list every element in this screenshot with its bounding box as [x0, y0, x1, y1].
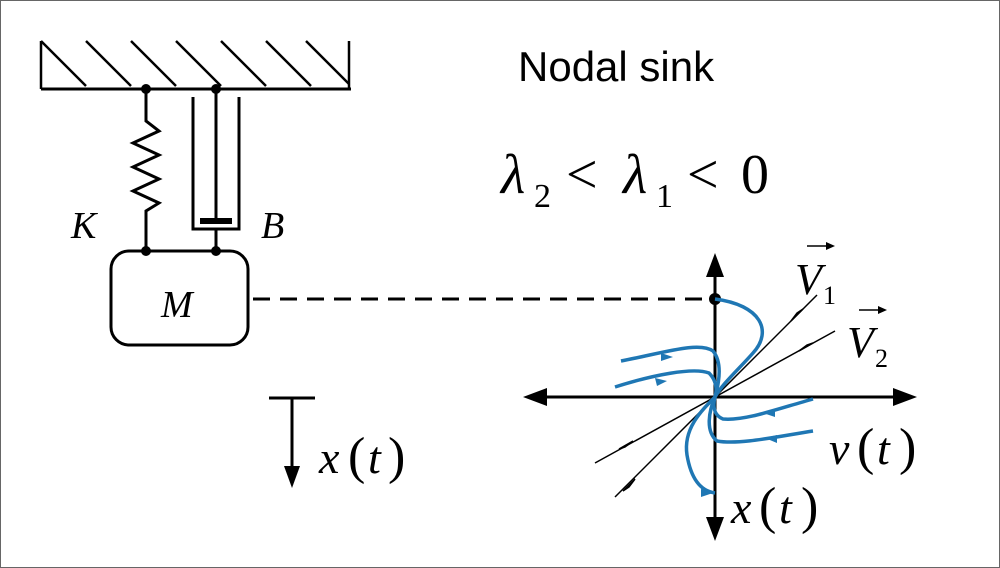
eigenvector-v1-arrow-upper	[790, 308, 804, 322]
trajectory-arrow-5	[701, 489, 713, 497]
trajectory-arrows	[655, 353, 777, 497]
lambda-1-symbol: λ	[621, 144, 647, 206]
ceiling-hatching	[39, 40, 351, 89]
trajectories	[614, 297, 814, 495]
v2-vector-arrow	[878, 306, 887, 314]
displacement-label: x(t)	[318, 428, 405, 485]
vertical-axis-top-arrow	[706, 253, 724, 277]
v1-label: V 1	[795, 242, 836, 310]
trajectory-upper-left-2	[614, 369, 718, 398]
v1-subscript: 1	[823, 281, 836, 310]
eigenvector-v1-arrow-lower	[622, 478, 636, 492]
vertical-axis-bottom-arrow	[706, 517, 724, 541]
mass-label: M	[160, 284, 195, 326]
v2-label: V 2	[847, 306, 888, 373]
trajectory-bottom	[684, 395, 717, 495]
spring	[129, 84, 163, 256]
trajectory-arrow-2	[655, 378, 667, 386]
horizontal-axis-label: v(t)	[829, 419, 916, 476]
trajectory-arrow-3	[763, 409, 775, 417]
horizontal-axis-right-arrow	[893, 388, 917, 406]
horizontal-axis-left-arrow	[523, 388, 547, 406]
trajectory-arrow-4	[765, 435, 777, 443]
trajectory-arrow-1	[661, 353, 673, 361]
mass-block	[109, 249, 250, 347]
phase-axes	[523, 253, 917, 541]
less-than-2: <	[687, 144, 719, 206]
damper-top-joint	[211, 84, 221, 94]
v2-letter: V	[847, 318, 879, 367]
v1-letter: V	[795, 255, 827, 304]
lambda-1-subscript: 1	[656, 178, 673, 215]
trajectory-lower-right-2	[707, 396, 814, 444]
displacement-arrowhead	[284, 466, 300, 488]
damper-label: B	[261, 205, 284, 247]
lambda-2-symbol: λ	[499, 144, 525, 206]
less-than-1: <	[566, 144, 598, 206]
lambda-2-subscript: 2	[534, 178, 551, 215]
spring-top-joint	[141, 84, 151, 94]
zero: 0	[741, 144, 769, 206]
trajectory-upper-left-1	[620, 345, 721, 398]
vertical-axis-label: x(t)	[730, 478, 818, 535]
trajectory-top	[713, 297, 764, 398]
trajectory-lower-right-1	[712, 396, 814, 421]
eigenvalue-condition: λ 2 < λ 1 < 0	[499, 144, 769, 215]
v1-vector-arrow	[826, 242, 835, 250]
spring-label: K	[70, 205, 98, 247]
ceiling	[39, 40, 351, 91]
eigenvector-v2-arrow-upper	[798, 342, 814, 352]
eigenvector-v2-arrow-lower	[618, 440, 634, 450]
displacement-indicator	[269, 396, 315, 488]
damper	[191, 84, 241, 256]
v2-subscript: 2	[875, 344, 888, 373]
title: Nodal sink	[518, 43, 715, 90]
